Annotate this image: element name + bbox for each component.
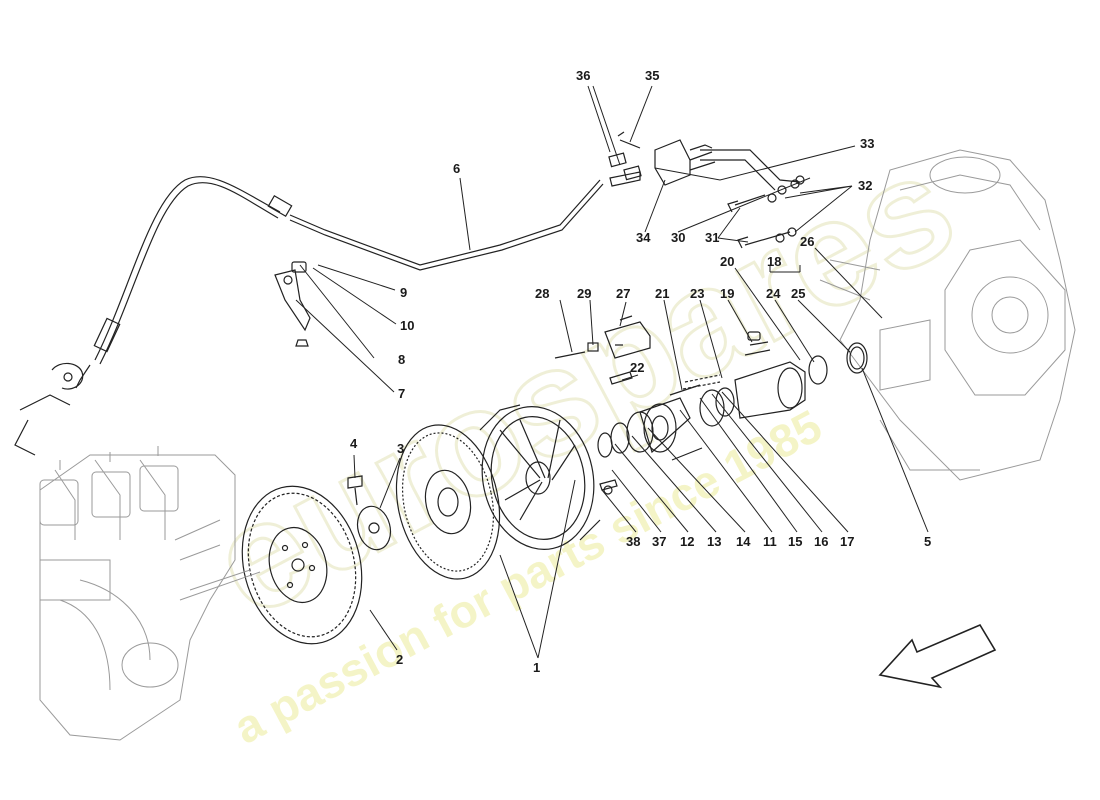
release-bearing-assembly: [597, 374, 735, 461]
seal-rings: [808, 342, 868, 385]
callout-18: 18: [767, 254, 781, 269]
callout-11: 11: [763, 534, 777, 549]
slave-cylinder: [734, 331, 806, 419]
callout-29: 29: [577, 286, 591, 301]
callout-31: 31: [705, 230, 719, 245]
sensor-connector: [554, 315, 651, 359]
clutch-hydraulic-line: [14, 176, 604, 456]
callout-8: 8: [398, 352, 405, 367]
callout-17: 17: [840, 534, 854, 549]
callout-4: 4: [350, 436, 358, 451]
callout-19: 19: [720, 286, 734, 301]
callout-37: 37: [652, 534, 666, 549]
engine-block: [39, 446, 236, 741]
callout-30: 30: [671, 230, 685, 245]
callout-28: 28: [535, 286, 549, 301]
callout-33: 33: [860, 136, 874, 151]
callout-27: 27: [616, 286, 630, 301]
callout-36: 36: [576, 68, 590, 83]
callout-24: 24: [766, 286, 781, 301]
callout-16: 16: [814, 534, 828, 549]
callout-26: 26: [800, 234, 814, 249]
flywheel-bolt: [347, 475, 363, 506]
small-spring: [609, 371, 633, 385]
pressure-plate: [479, 404, 601, 550]
flywheel: [179, 485, 363, 645]
callout-15: 15: [788, 534, 802, 549]
callout-32: 32: [858, 178, 872, 193]
watermark: eurospares a passion for parts since 198…: [185, 119, 981, 754]
callout-1: 1: [533, 660, 540, 675]
callout-3: 3: [397, 441, 404, 456]
callout-labels: 36 35 33 6 32 34 30 31 26 20 18 9 28 29 …: [350, 68, 931, 675]
callout-12: 12: [680, 534, 694, 549]
callout-23: 23: [690, 286, 704, 301]
bolts-37-38: [599, 479, 618, 495]
callout-5: 5: [924, 534, 931, 549]
clutch-disc: [395, 424, 501, 580]
callout-35: 35: [645, 68, 659, 83]
callout-21: 21: [655, 286, 669, 301]
callout-10: 10: [400, 318, 414, 333]
junction-block: [608, 131, 801, 191]
callout-2: 2: [396, 652, 403, 667]
callout-14: 14: [736, 534, 751, 549]
callout-13: 13: [707, 534, 721, 549]
callout-6: 6: [453, 161, 460, 176]
line-bracket: [274, 261, 311, 347]
callout-25: 25: [791, 286, 805, 301]
leader-lines: [295, 85, 929, 659]
callout-20: 20: [720, 254, 734, 269]
callout-9: 9: [400, 285, 407, 300]
callout-34: 34: [636, 230, 651, 245]
callout-7: 7: [398, 386, 405, 401]
spacer-plate: [356, 505, 392, 551]
callout-38: 38: [626, 534, 640, 549]
front-direction-arrow-icon: [878, 623, 997, 689]
callout-22: 22: [630, 360, 644, 375]
